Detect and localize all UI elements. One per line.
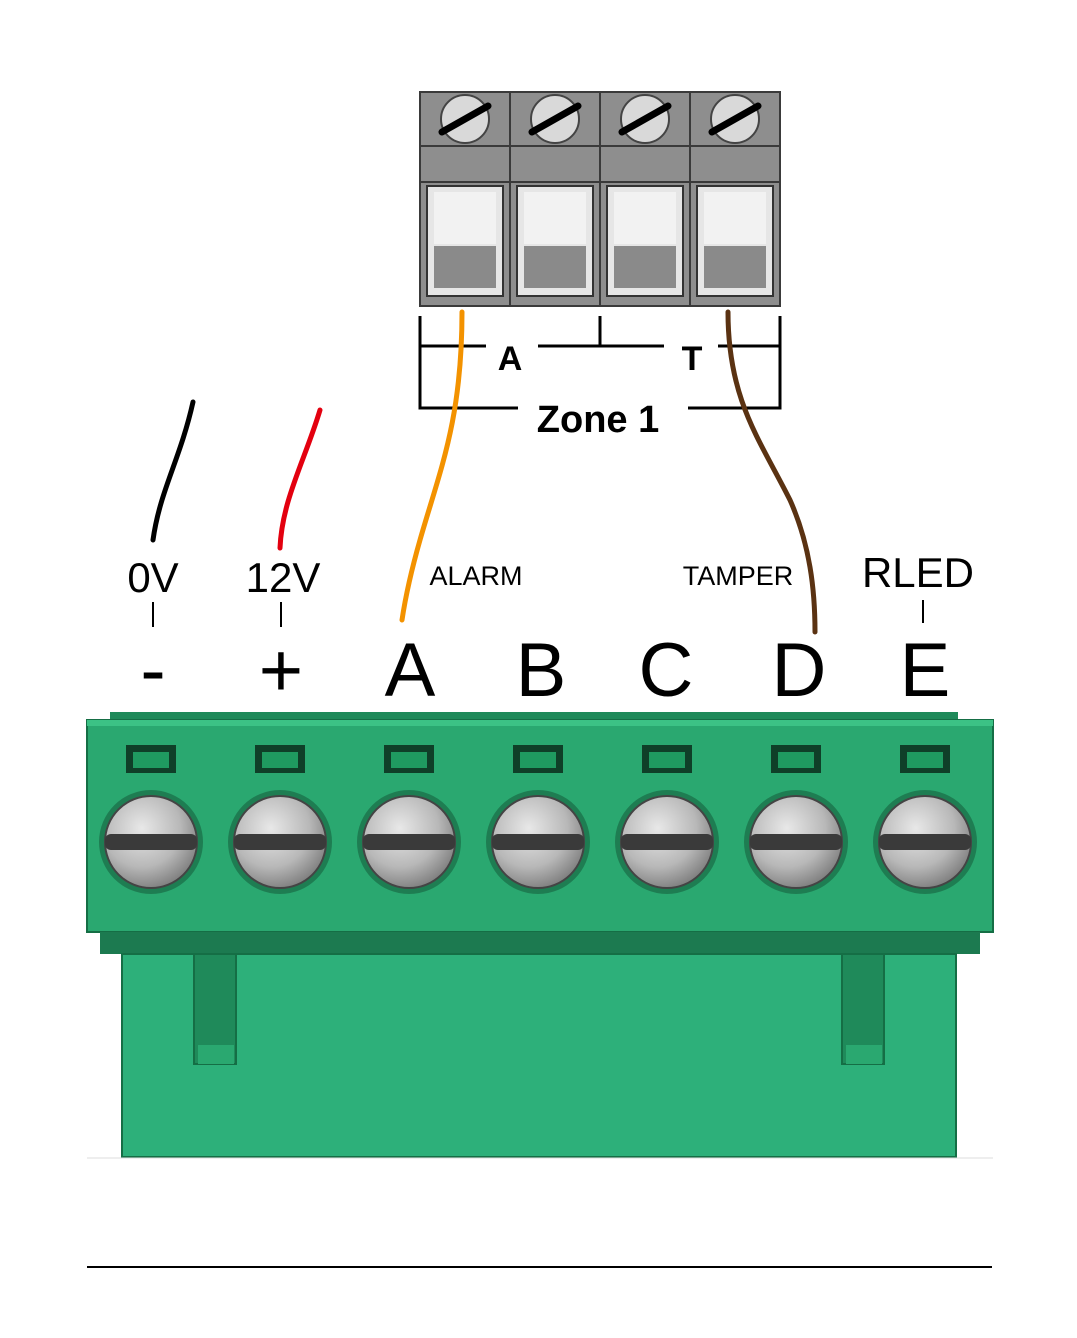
label-0v: 0V	[127, 554, 178, 601]
terminal-letter-d: D	[772, 628, 827, 713]
terminal-letter-a: A	[385, 628, 436, 713]
green-terminal-connector	[87, 712, 993, 1157]
zone-entry-4	[697, 186, 773, 296]
terminal-letter-c: C	[639, 628, 694, 713]
label-rled: RLED	[862, 549, 974, 596]
zone-screw-4	[711, 95, 759, 143]
terminal-letter-minus: -	[140, 628, 165, 713]
group-t-label: T	[682, 340, 703, 378]
label-12v: 12V	[246, 554, 321, 601]
zone-entry-1	[427, 186, 503, 296]
zone-terminal-block	[420, 92, 780, 306]
zone-screw-1	[441, 95, 489, 143]
group-a-label: A	[498, 340, 523, 378]
zone-entry-2	[517, 186, 593, 296]
terminal-letter-b: B	[516, 628, 567, 713]
terminal-letter-e: E	[900, 628, 951, 713]
left-latch	[194, 954, 236, 1064]
red-wire	[280, 410, 320, 548]
right-latch	[842, 954, 884, 1064]
terminal-letter-plus: +	[259, 628, 303, 713]
zone-screw-2	[531, 95, 579, 143]
label-tamper: TAMPER	[683, 561, 794, 591]
zone-label: Zone 1	[537, 399, 659, 441]
zone-entry-3	[607, 186, 683, 296]
zone-screw-3	[621, 95, 669, 143]
label-alarm: ALARM	[429, 561, 522, 591]
black-wire	[153, 402, 193, 540]
